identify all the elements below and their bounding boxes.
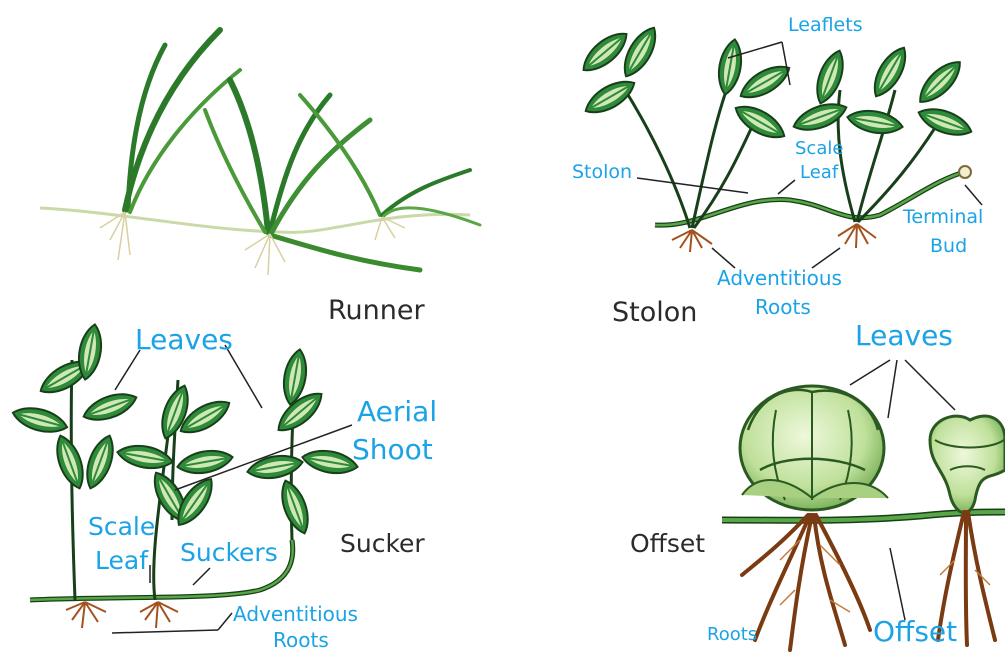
runner-caption: Runner — [328, 297, 425, 324]
sucker-leaves-label: Leaves — [135, 326, 233, 354]
sucker-leaf-label: Leaf — [95, 548, 148, 573]
stolon-caption: Stolon — [612, 299, 697, 326]
offset-label: Offset — [873, 618, 957, 646]
sucker-adventitious-label: Adventitious — [233, 604, 358, 624]
stolon-label: Stolon — [572, 163, 632, 182]
sucker-roots-label: Roots — [273, 630, 329, 650]
bud-label: Bud — [930, 237, 967, 256]
stolon-illustration — [577, 23, 982, 268]
offset-roots-label: Roots — [707, 626, 757, 644]
stolon-adventitious-label: Adventitious — [717, 268, 842, 288]
offset-leaves-label: Leaves — [855, 322, 953, 350]
terminal-label: Terminal — [903, 208, 983, 227]
sucker-scale-label: Scale — [88, 514, 155, 539]
offset-illustration — [722, 360, 1005, 650]
sucker-illustration — [10, 323, 359, 633]
stolon-leaf-label: Leaf — [800, 164, 838, 182]
stolon-scale-label: Scale — [795, 140, 843, 158]
suckers-label: Suckers — [180, 540, 278, 565]
stolon-roots-label: Roots — [755, 297, 811, 317]
shoot-label: Shoot — [352, 436, 433, 464]
aerial-label: Aerial — [357, 398, 437, 426]
sucker-caption: Sucker — [340, 531, 425, 556]
runner-illustration — [40, 30, 480, 275]
leaflets-label: Leaflets — [788, 16, 863, 35]
offset-caption: Offset — [630, 531, 705, 556]
